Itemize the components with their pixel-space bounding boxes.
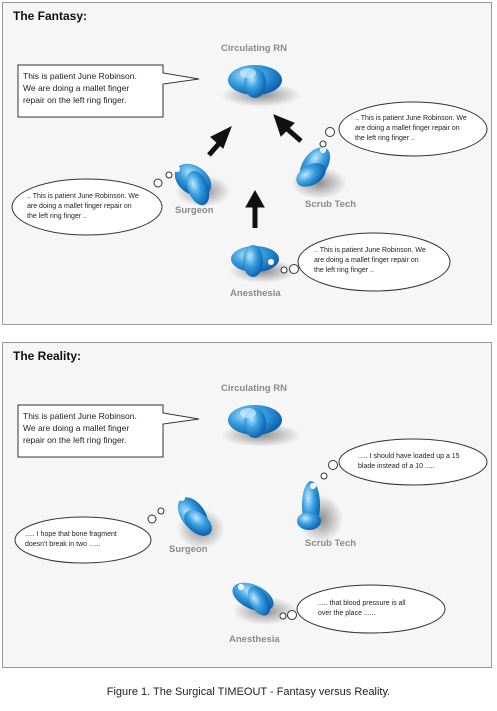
thought-line: are doing a mallet finger repair on bbox=[314, 257, 419, 264]
figure-caption: Figure 1. The Surgical TIMEOUT - Fantasy… bbox=[106, 686, 391, 698]
role-surgeon: Surgeon bbox=[175, 205, 214, 216]
panel-title: The Fantasy: bbox=[13, 9, 88, 23]
thought-line: .. This is patient June Robinson. We bbox=[27, 193, 139, 200]
scrub-thought-bubble bbox=[320, 438, 488, 486]
circulating-rn-figure bbox=[221, 405, 301, 447]
speech-line: repair on the left ring finger. bbox=[23, 435, 127, 445]
speech-line: This is patient June Robinson. bbox=[23, 411, 137, 421]
arrow-scrub-to-rn bbox=[273, 114, 303, 143]
thought-line: are doing a mallet finger repair on bbox=[355, 125, 460, 132]
role-scrub-tech: Scrub Tech bbox=[305, 538, 357, 549]
surgeon-thought-bubble bbox=[11, 171, 173, 236]
role-anesthesia: Anesthesia bbox=[229, 634, 280, 645]
scrub-tech-figure bbox=[291, 147, 347, 199]
fantasy-illustration bbox=[11, 64, 488, 292]
speech-bubble bbox=[17, 404, 200, 458]
thought-line: doesn't break in two ...... bbox=[25, 541, 101, 548]
reality-panel: The Reality: Circulating RN Surgeon Scru… bbox=[2, 342, 492, 668]
role-anesthesia: Anesthesia bbox=[230, 288, 281, 299]
anesthesia-thought-text: ..... that blood pressure is all over th… bbox=[318, 599, 406, 619]
thought-line: blade instead of a 10 ..... bbox=[358, 463, 435, 470]
role-surgeon: Surgeon bbox=[169, 544, 208, 555]
panel-title: The Reality: bbox=[13, 349, 82, 363]
speech-bubble-text: This is patient June Robinson. We are do… bbox=[23, 410, 137, 446]
thought-line: ..... that blood pressure is all bbox=[318, 600, 406, 607]
fantasy-panel: The Fantasy: Circulating RN Surgeon Scru… bbox=[2, 2, 492, 325]
surgeon-thought-text: ..... I hope that bone fragment doesn't … bbox=[25, 530, 117, 550]
thought-line: are doing a mallet finger repair on bbox=[27, 203, 132, 210]
scrub-thought-text: ..... I should have loaded up a 15 blade… bbox=[358, 452, 460, 472]
reality-illustration bbox=[14, 404, 488, 634]
arrow-surgeon-to-rn bbox=[207, 125, 232, 157]
scrub-tech-figure bbox=[297, 481, 343, 543]
thought-line: ..... I hope that bone fragment bbox=[25, 531, 117, 538]
thought-line: over the place ...... bbox=[318, 610, 376, 617]
scrub-thought-bubble bbox=[319, 101, 488, 157]
anesthesia-figure bbox=[229, 245, 297, 283]
speech-line: We are doing a mallet finger bbox=[23, 83, 130, 93]
speech-line: repair on the left ring finger. bbox=[23, 95, 127, 105]
role-scrub-tech: Scrub Tech bbox=[305, 199, 357, 210]
anesthesia-figure bbox=[232, 582, 297, 625]
thought-line: the left ring finger .. bbox=[314, 267, 374, 274]
role-circulating-rn: Circulating RN bbox=[221, 43, 287, 54]
anesthesia-thought-text: .. This is patient June Robinson. We are… bbox=[314, 246, 426, 276]
thought-line: ..... I should have loaded up a 15 bbox=[358, 453, 460, 460]
surgeon-thought-bubble bbox=[14, 507, 165, 564]
thought-line: .. This is patient June Robinson. We bbox=[355, 115, 467, 122]
circulating-rn-figure bbox=[221, 65, 301, 107]
surgeon-thought-text: .. This is patient June Robinson. We are… bbox=[27, 192, 139, 222]
surgeon-figure bbox=[177, 495, 225, 549]
speech-bubble bbox=[17, 64, 200, 118]
role-circulating-rn: Circulating RN bbox=[221, 383, 287, 394]
arrow-anesthesia-to-rn bbox=[245, 189, 265, 228]
speech-line: We are doing a mallet finger bbox=[23, 423, 130, 433]
thought-line: .. This is patient June Robinson. We bbox=[314, 247, 426, 254]
thought-line: the left ring finger .. bbox=[355, 135, 415, 142]
anesthesia-thought-bubble bbox=[279, 584, 446, 634]
scrub-thought-text: .. This is patient June Robinson. We are… bbox=[355, 114, 467, 144]
speech-bubble-text: This is patient June Robinson. We are do… bbox=[23, 70, 137, 106]
surgeon-figure bbox=[174, 163, 231, 207]
speech-line: This is patient June Robinson. bbox=[23, 71, 137, 81]
anesthesia-thought-bubble bbox=[280, 232, 451, 292]
thought-line: the left ring finger .. bbox=[27, 213, 87, 220]
